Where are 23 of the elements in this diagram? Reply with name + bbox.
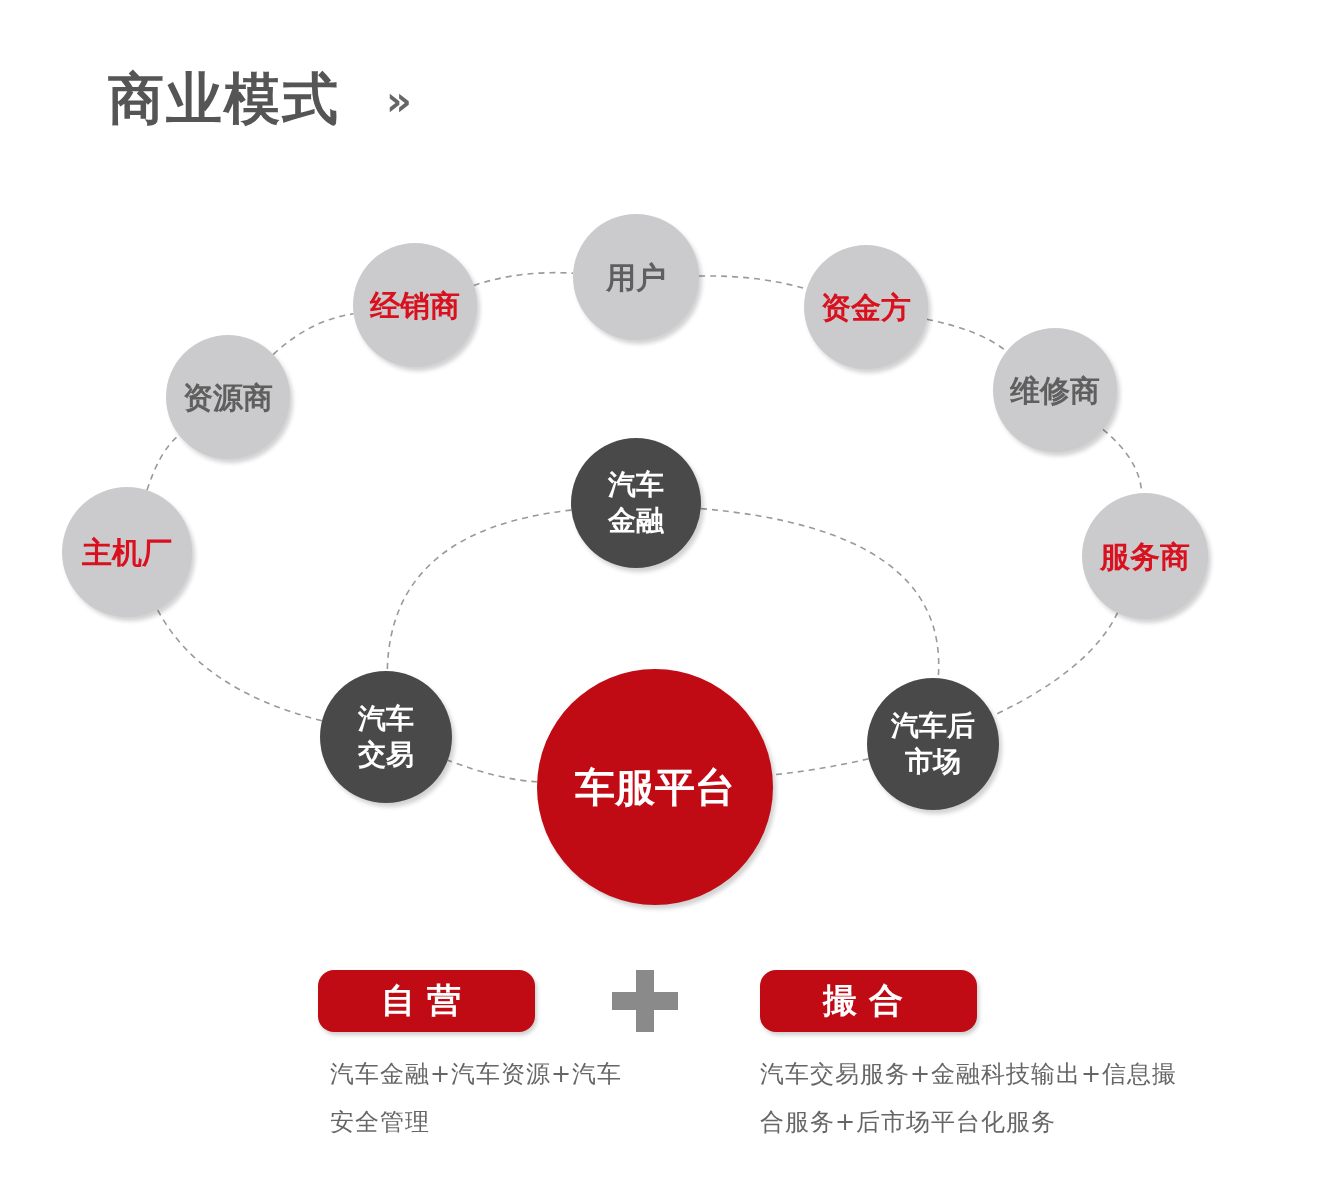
- dashed-connector: [447, 759, 538, 783]
- mode-pill: 撮合: [760, 970, 977, 1032]
- role-circle: 维修商: [993, 328, 1117, 452]
- role-circle: 服务商: [1082, 493, 1208, 619]
- role-circle: 汽车交易: [320, 671, 452, 803]
- description-text: 汽车交易服务+金融科技输出+信息撮合服务+后市场平台化服务: [760, 1059, 1179, 1138]
- platform-circle: 车服平台: [537, 669, 773, 905]
- role-circle: 资金方: [804, 245, 928, 369]
- role-circle: 汽车金融: [571, 438, 701, 568]
- title-chevron: »: [386, 78, 412, 124]
- dashed-connector: [272, 313, 355, 356]
- dashed-connector: [156, 608, 323, 722]
- description-text: 汽车金融+汽车资源+汽车安全管理: [330, 1059, 624, 1138]
- role-circle: 用户: [573, 214, 699, 340]
- mode-pill: 自营: [318, 970, 535, 1032]
- dashed-connector: [386, 509, 573, 672]
- role-circle: 资源商: [166, 335, 290, 459]
- dashed-connector: [146, 434, 180, 491]
- role-circle: 主机厂: [62, 487, 192, 617]
- dashed-connector: [473, 271, 574, 287]
- role-circle: 汽车后市场: [867, 678, 999, 810]
- title: 商业模式: [108, 65, 340, 133]
- role-circle: 经销商: [353, 243, 477, 367]
